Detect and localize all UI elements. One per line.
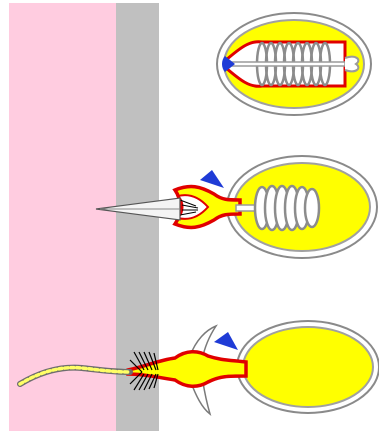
stage-1-undischarged <box>217 13 371 115</box>
capsule-interior <box>243 327 373 407</box>
coiled-thread <box>255 186 319 230</box>
operculum <box>200 170 224 188</box>
thread-shaft <box>232 62 345 66</box>
operculum <box>214 332 238 350</box>
thread-end-loop <box>345 57 358 72</box>
